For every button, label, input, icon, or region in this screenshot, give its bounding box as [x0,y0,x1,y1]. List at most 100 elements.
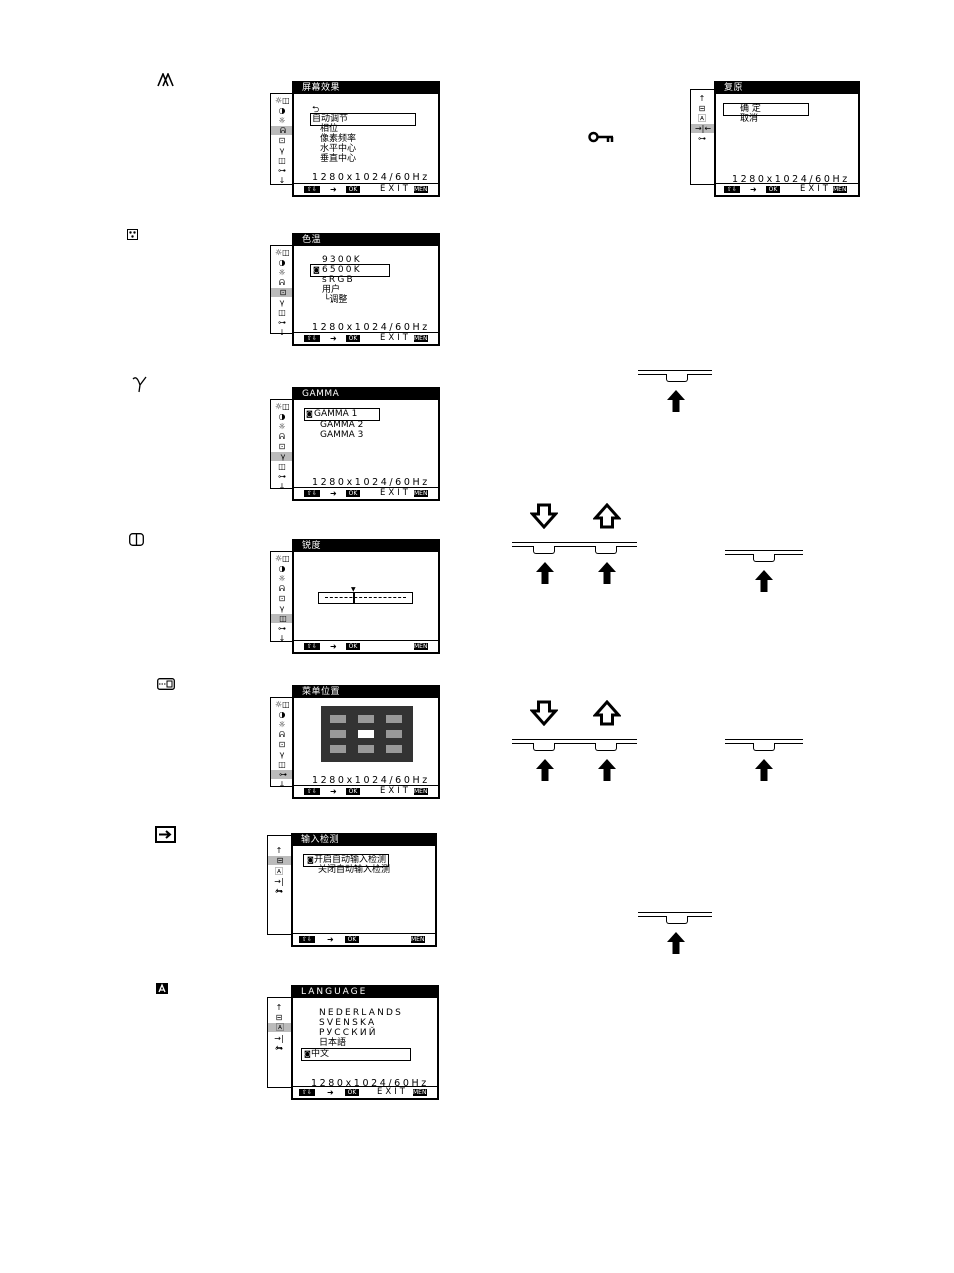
menu-item-srgb[interactable]: sRGB [322,275,355,285]
back-icon[interactable]: ⮌ [312,105,320,115]
osd-sharpness: ☼◫ ◑ ☼ ᕱ ⊡ γ ◫ ⊶ ↓ 锐度 ▼ ⇧⇩ ➜ OK MENU [270,539,440,654]
position-cell[interactable] [386,715,402,723]
contrast-icon: ◑ [278,564,286,573]
menu-button[interactable] [666,374,688,382]
menu-position-icon [157,675,175,694]
ok-button[interactable] [666,916,688,924]
ok-key: OK [766,186,780,193]
sharpness-slider[interactable] [318,592,413,604]
monitor-bezel [638,912,712,926]
screen-effect-icon: ᕱ [279,730,285,739]
press-arrow-icon [598,562,616,588]
right-arrow-icon: ➜ [327,935,334,944]
current-marker-icon: ◙ [304,1050,311,1058]
ok-button[interactable] [753,554,775,562]
right-arrow-icon: ➜ [330,642,337,651]
menu-item-adjust[interactable]: └调整 [324,295,348,305]
osd-reset: ↑ ⊟ 🄰 →|← ⊶ 复原 确 定 取消 1280x1024/60Hz ⇧⇩ … [690,81,860,197]
menu-item-russian[interactable]: РУССКИЙ [319,1028,378,1038]
menu-key: MENU [414,335,432,342]
contrast-icon: ◑ [278,106,286,115]
right-arrow-icon: ➜ [330,185,337,194]
menu-item-nederlands[interactable]: NEDERLANDS [319,1008,404,1018]
menu-item-9300k[interactable]: 9300K [322,255,362,265]
backlight-icon: ☼◫ [275,700,290,709]
osd-title: 色温 [294,235,438,246]
down-button[interactable] [533,743,555,751]
ok-key: OK [346,186,360,193]
menu-item-auto-input-on[interactable]: 开启自动输入检测 [314,855,387,865]
osd-language: ↑ ⊟ 🄰 →|← ⊶ LANGUAGE NEDERLANDS SVENSKA … [267,985,439,1100]
menu-position-icon: ⊶ [278,624,286,633]
right-arrow-icon: ➜ [327,1088,334,1097]
menu-item-chinese[interactable]: 中文 [311,1049,330,1059]
osd-sidebar: ☼◫ ◑ ☼ ᕱ ⊡ γ ◫ ⊶ ↓ [270,551,295,643]
position-grid[interactable] [321,706,413,762]
osd-menu-position: ☼◫ ◑ ☼ ᕱ ⊡ γ ◫ ⊶ ↓ 菜单位置 1280x1024/60Hz ⇧… [270,685,440,799]
up-button[interactable] [595,743,617,751]
input-sensing-icon: ⊟ [275,1013,283,1022]
menu-item-6500k[interactable]: 6500K [322,265,362,275]
menu-item-auto-adjust[interactable]: 自动调节 [312,114,349,124]
down-arrow-outline-icon [529,503,559,533]
up-down-icon: ⇧⇩ [304,335,320,342]
brightness-icon: ☼ [278,116,286,125]
slider-thumb[interactable] [353,593,355,603]
osd-sidebar: ☼◫ ◑ ☼ ᕱ ⊡ γ ◫ ⊶ ↓ [270,399,295,491]
language-icon: 🄰 [698,114,706,123]
menu-item-user[interactable]: 用户 [322,285,341,295]
osd-footer: ⇧⇩ ➜ OK MENU [294,640,438,652]
press-arrow-icon [536,562,554,588]
up-down-icon: ⇧⇩ [299,1089,315,1096]
up-button[interactable] [595,546,617,554]
position-cell[interactable] [358,715,374,723]
screen-effect-icon [157,71,177,91]
menu-key: MENU [413,1089,431,1096]
monitor-bezel [725,739,803,753]
selection-box [301,1048,411,1061]
menu-item-v-center[interactable]: 垂直中心 [320,154,357,164]
menu-item-h-center[interactable]: 水平中心 [320,144,357,154]
menu-key: MENU [833,186,851,193]
color-temp-icon: ⊡ [278,594,286,603]
position-cell[interactable] [386,745,402,753]
position-cell[interactable] [386,730,402,738]
position-cell-selected[interactable] [358,730,374,738]
menu-item-svenska[interactable]: SVENSKA [319,1018,377,1028]
osd-title: 输入检测 [293,835,435,846]
menu-item-gamma1[interactable]: GAMMA 1 [314,409,358,419]
lock-key-icon: ⊶ [275,1044,283,1053]
ok-key: OK [346,788,360,795]
menu-item-gamma3[interactable]: GAMMA 3 [320,430,364,440]
menu-item-auto-input-off[interactable]: 关闭自动输入检测 [318,865,391,875]
menu-item-cancel[interactable]: 取消 [740,114,759,124]
menu-key: MENU [414,643,432,650]
resolution-readout: 1280x1024/60Hz [312,477,430,488]
monitor-bezel [638,370,712,384]
down-button[interactable] [533,546,555,554]
resolution-readout: 1280x1024/60Hz [312,322,430,333]
ok-button[interactable] [753,743,775,751]
menu-item-phase[interactable]: 相位 [320,124,339,134]
screen-effect-icon: ᕱ [271,126,295,135]
menu-item-confirm[interactable]: 确 定 [740,104,761,114]
menu-key: MENU [414,490,432,497]
menu-item-gamma2[interactable]: GAMMA 2 [320,420,364,430]
position-cell[interactable] [358,745,374,753]
press-arrow-icon [536,759,554,785]
menu-item-pitch[interactable]: 像素频率 [320,134,357,144]
ok-key: OK [346,643,360,650]
up-down-icon: ⇧⇩ [304,788,320,795]
menu-position-icon: ⊶ [278,318,286,327]
scroll-down-icon: ↓ [278,780,286,789]
position-cell[interactable] [330,730,346,738]
lock-key-icon: ⊶ [275,887,283,896]
osd-footer: ⇧⇩ ➜ OK EXIT MENU [293,1086,437,1098]
osd-footer: ⇧⇩ ➜ OK MENU [293,933,435,945]
current-marker-icon: ◙ [313,266,320,274]
menu-item-japanese[interactable]: 日本語 [319,1038,347,1048]
current-marker-icon: ◙ [307,856,314,864]
position-cell[interactable] [330,715,346,723]
position-cell[interactable] [330,745,346,753]
gamma-icon: γ [279,750,285,759]
